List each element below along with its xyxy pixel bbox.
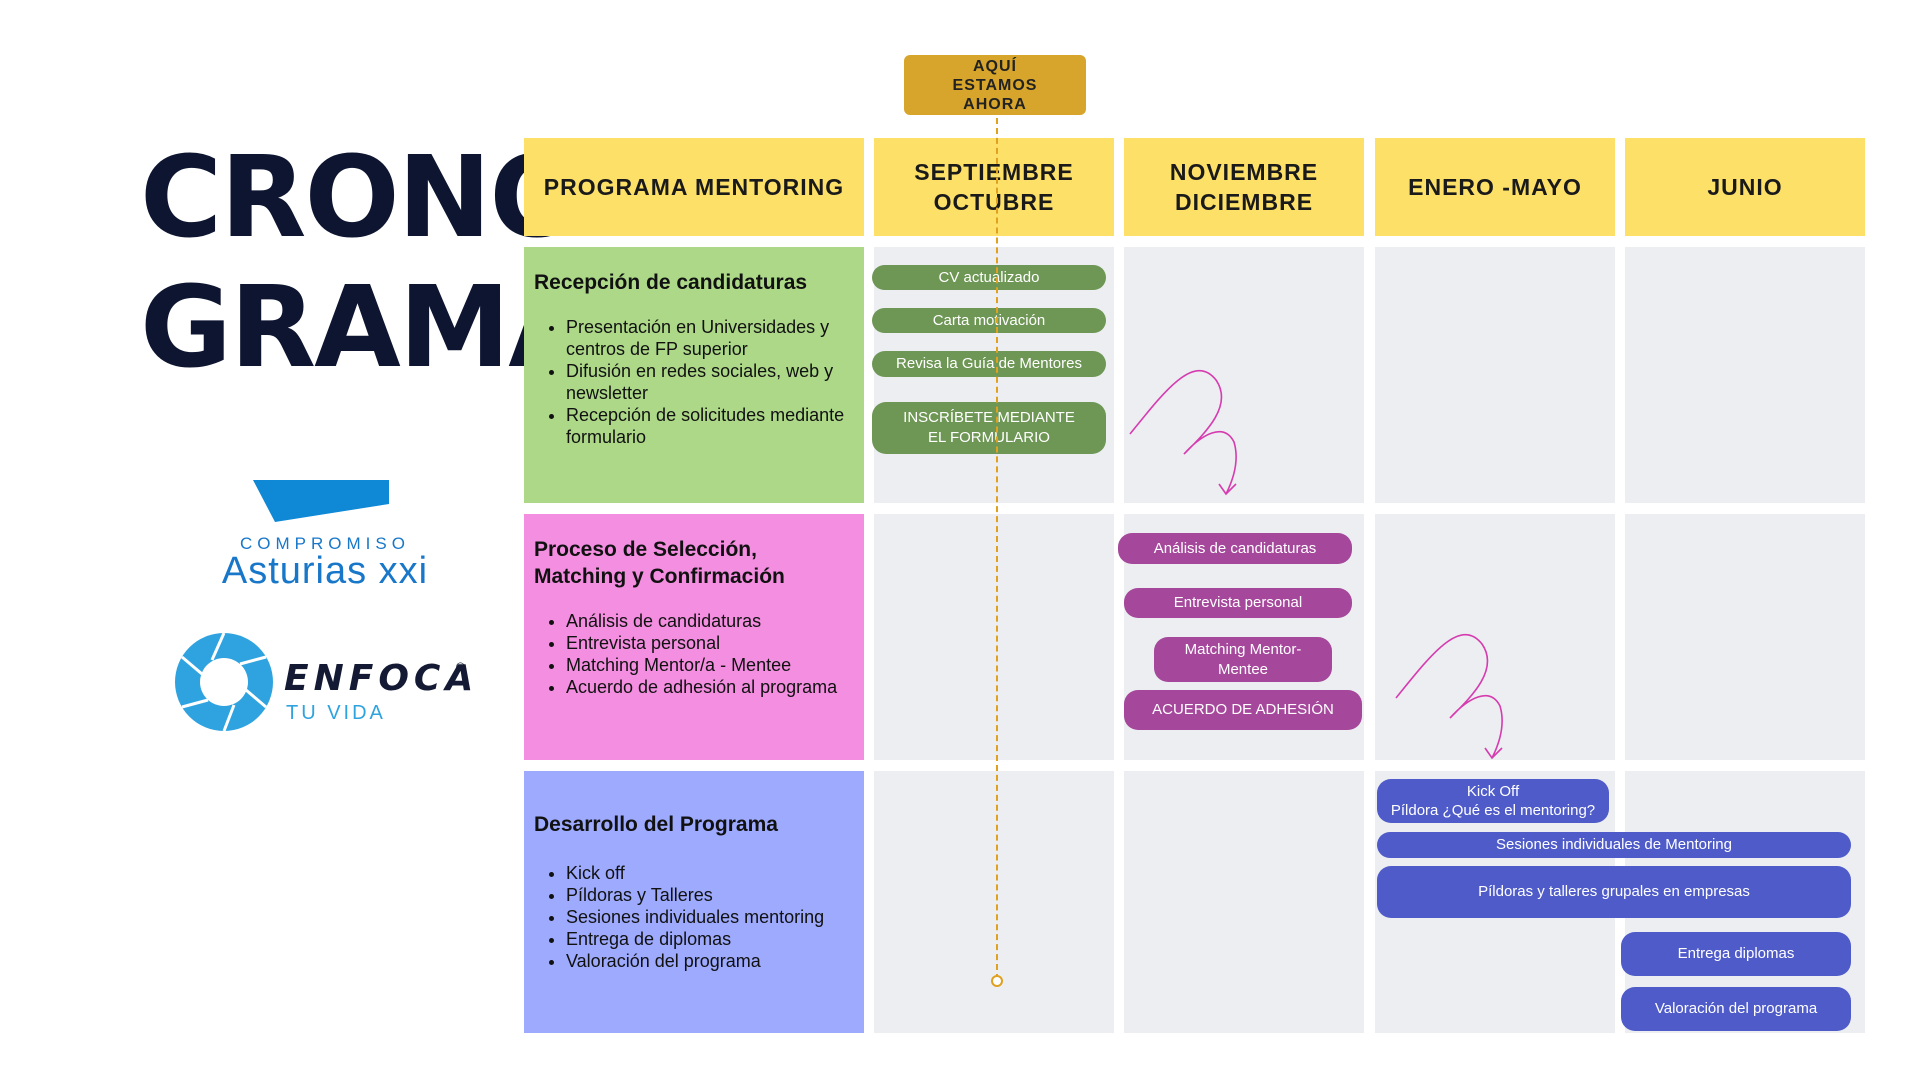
task-carta-motivacion: Carta motivación [872, 308, 1106, 333]
task-inscribete: INSCRÍBETE MEDIANTE EL FORMULARIO [872, 402, 1106, 454]
row-label-seleccion: Proceso de Selección, Matching y Confirm… [524, 514, 864, 760]
grid-cell [1625, 247, 1865, 503]
now-marker-line [996, 118, 998, 980]
header-programa: PROGRAMA MENTORING [524, 138, 864, 236]
task-kick-off-line2: Píldora ¿Qué es el mentoring? [1390, 802, 1596, 819]
list-item: Sesiones individuales mentoring [566, 906, 854, 928]
enfoca-top-text: ENFOCA [284, 658, 479, 699]
list-item: Acuerdo de adhesión al programa [566, 676, 854, 698]
compromiso-top-text: COMPROMISO [240, 534, 410, 553]
header-enero-mayo: ENERO -MAYO [1375, 138, 1615, 236]
list-item: Difusión en redes sociales, web y newsle… [566, 360, 854, 404]
task-pildoras-talleres: Píldoras y talleres grupales en empresas [1377, 866, 1851, 918]
row-item-list: Kick off Píldoras y Talleres Sesiones in… [534, 862, 854, 972]
task-sesiones-individuales: Sesiones individuales de Mentoring [1377, 832, 1851, 858]
list-item: Entrega de diplomas [566, 928, 854, 950]
compromiso-asturias-logo: COMPROMISO Asturias xxi [195, 478, 455, 598]
grid-cell [1625, 514, 1865, 760]
task-acuerdo-adhesion: ACUERDO DE ADHESIÓN [1124, 690, 1362, 730]
list-item: Píldoras y Talleres [566, 884, 854, 906]
task-kick-off: Kick Off Píldora ¿Qué es el mentoring? [1377, 779, 1609, 823]
list-item: Kick off [566, 862, 854, 884]
row-title: Recepción de candidaturas [534, 271, 808, 294]
grid-cell [1375, 247, 1615, 503]
enfoca-registered-mark: ® [456, 660, 465, 674]
now-marker-label: AQUÍ ESTAMOS AHORA [952, 57, 1038, 113]
now-marker-badge: AQUÍ ESTAMOS AHORA [904, 55, 1086, 115]
task-guia-mentores: Revisa la Guía de Mentores [872, 351, 1106, 377]
compromiso-bottom-text: Asturias xxi [221, 550, 429, 592]
list-item: Recepción de solicitudes mediante formul… [566, 404, 854, 448]
grid-cell [1124, 771, 1364, 1033]
aperture-icon [175, 632, 273, 732]
enfoca-logo: ENFOCA ® TU VIDA [172, 630, 482, 740]
row-item-list: Presentación en Universidades y centros … [534, 316, 854, 448]
list-item: Análisis de candidaturas [566, 610, 854, 632]
header-junio: JUNIO [1625, 138, 1865, 236]
task-cv-actualizado: CV actualizado [872, 265, 1106, 290]
list-item: Valoración del programa [566, 950, 854, 972]
list-item: Entrevista personal [566, 632, 854, 654]
row-item-list: Análisis de candidaturas Entrevista pers… [534, 610, 854, 698]
grid-cell [874, 771, 1114, 1033]
task-entrega-diplomas: Entrega diplomas [1621, 932, 1851, 976]
task-entrevista-personal: Entrevista personal [1124, 588, 1352, 618]
row-label-candidaturas: Recepción de candidaturas Presentación e… [524, 247, 864, 503]
header-septiembre-octubre: SEPTIEMBRE OCTUBRE [874, 138, 1114, 236]
list-item: Matching Mentor/a - Mentee [566, 654, 854, 676]
task-analisis-candidaturas: Análisis de candidaturas [1118, 533, 1352, 564]
grid-cell [1375, 514, 1615, 760]
page-title-line2: GRAMA [140, 263, 595, 393]
squiggle-arrow-icon [1129, 369, 1237, 496]
squiggle-arrow-icon [1395, 633, 1503, 760]
task-matching: Matching Mentor-Mentee [1154, 637, 1332, 682]
row-label-desarrollo: Desarrollo del Programa Kick off Píldora… [524, 771, 864, 1033]
row-title: Desarrollo del Programa [534, 813, 778, 836]
header-noviembre-diciembre: NOVIEMBRE DICIEMBRE [1124, 138, 1364, 236]
list-item: Presentación en Universidades y centros … [566, 316, 854, 360]
row-title: Proceso de Selección, Matching y Confirm… [534, 538, 785, 588]
now-marker-dot [991, 975, 1003, 987]
grid-cell [1124, 247, 1364, 503]
grid-cell [874, 514, 1114, 760]
task-kick-off-line1: Kick Off [1466, 783, 1520, 800]
page-title-line1: CRONO [140, 133, 585, 263]
compromiso-shape-icon [253, 480, 389, 522]
task-valoracion-programa: Valoración del programa [1621, 987, 1851, 1031]
enfoca-bottom-text: TU VIDA [286, 702, 386, 724]
